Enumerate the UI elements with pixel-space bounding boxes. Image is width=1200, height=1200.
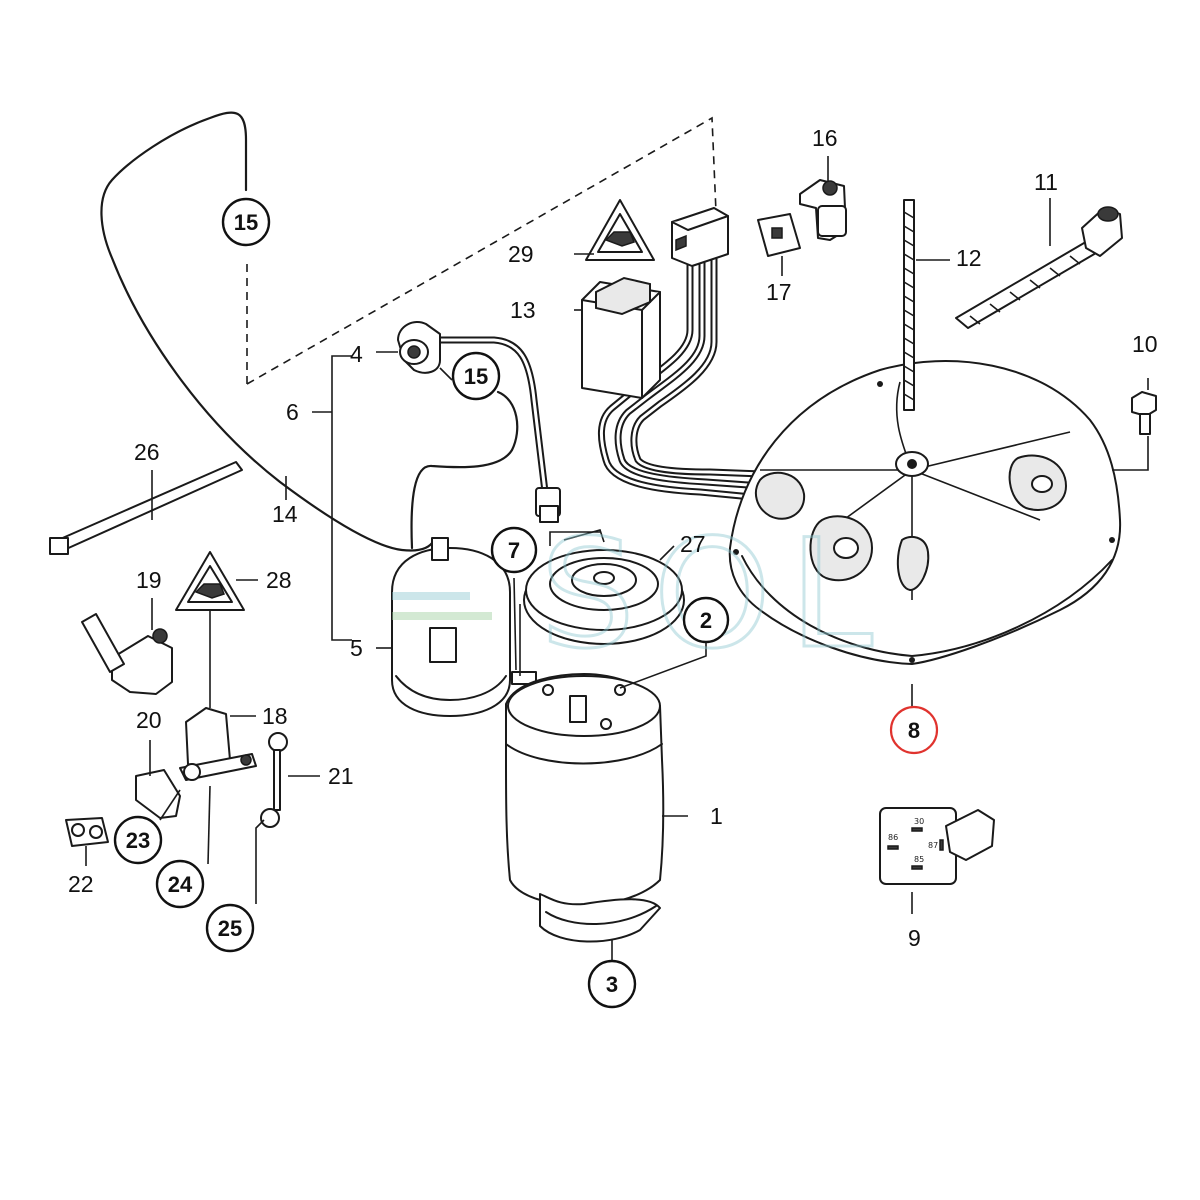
circled-callouts: 15 15 7 2 8 3 23 24 <box>113 197 939 1009</box>
cable-tie-part-11 <box>955 206 1123 329</box>
callout-13: 13 <box>510 297 536 323</box>
callout-18: 18 <box>262 703 288 729</box>
control-unit-part-13 <box>581 276 661 399</box>
callout-8-highlighted: 8 <box>889 705 939 755</box>
callout-17: 17 <box>766 279 792 305</box>
callout-26: 26 <box>134 439 160 465</box>
callout-23: 23 <box>113 815 163 865</box>
callout-22: 22 <box>68 871 94 897</box>
svg-text:15: 15 <box>234 210 258 235</box>
svg-text:25: 25 <box>218 916 242 941</box>
callout-labels: 1 4 5 6 9 10 11 12 13 14 16 17 18 19 20 … <box>68 125 1158 951</box>
callout-15-top: 15 <box>221 197 271 247</box>
svg-text:24: 24 <box>168 872 193 897</box>
callout-4: 4 <box>350 341 363 367</box>
callout-21: 21 <box>328 763 354 789</box>
linkage-rod-part-21 <box>260 732 288 828</box>
callout-2: 2 <box>682 596 730 644</box>
assembly-boundary-dashed <box>246 116 717 385</box>
threaded-rod-part-12 <box>903 199 915 411</box>
watermark: SOL <box>392 507 891 684</box>
callout-16: 16 <box>812 125 838 151</box>
warning-label-part-28 <box>175 551 245 611</box>
svg-text:15: 15 <box>464 364 488 389</box>
compressor-cover-part-8 <box>728 360 1122 665</box>
callout-14: 14 <box>272 501 298 527</box>
svg-text:3: 3 <box>606 972 618 997</box>
callout-3: 3 <box>587 959 637 1009</box>
callout-9: 9 <box>908 925 921 951</box>
relay-part-9: 30 86 87 85 <box>879 807 995 885</box>
watermark-text: SOL <box>540 508 891 682</box>
callout-28: 28 <box>266 567 292 593</box>
pressure-reservoir-part-5 <box>391 537 537 717</box>
bracket-part-7 <box>513 577 517 671</box>
cable-tie-part-26 <box>49 461 243 555</box>
callout-20: 20 <box>136 707 162 733</box>
callout-24: 24 <box>155 859 205 909</box>
svg-text:23: 23 <box>126 828 150 853</box>
callout-7: 7 <box>490 526 538 574</box>
warning-label-part-29 <box>585 199 655 261</box>
relay-pin-86: 86 <box>888 833 898 842</box>
bolt-part-10 <box>1131 391 1157 435</box>
callout-29: 29 <box>508 241 534 267</box>
height-sensor-part-18 <box>179 707 257 781</box>
hose-end-fitting <box>535 487 561 523</box>
hose-6 <box>428 336 550 504</box>
harness-connector <box>671 207 729 267</box>
callout-12: 12 <box>956 245 982 271</box>
plate-part-17 <box>757 213 801 257</box>
relay-pin-87: 87 <box>928 841 938 850</box>
svg-text:7: 7 <box>508 538 520 563</box>
callout-11: 11 <box>1034 169 1058 195</box>
air-spring-part-1 <box>505 673 665 943</box>
pad-part-27 <box>523 549 685 645</box>
callout-5: 5 <box>350 635 363 661</box>
callout-1: 1 <box>710 803 723 829</box>
air-line-15-reservoir <box>410 390 519 550</box>
cable-harness <box>598 254 766 502</box>
callout-15-mid: 15 <box>451 351 501 401</box>
bracket-part-20 <box>135 769 181 819</box>
callout-19: 19 <box>136 567 162 593</box>
air-line-14 <box>100 111 436 552</box>
clip-part-16 <box>799 179 847 241</box>
callout-6: 6 <box>286 399 299 425</box>
callout-10: 10 <box>1132 331 1158 357</box>
grommet-part-22 <box>65 817 109 847</box>
callout-25: 25 <box>205 903 255 953</box>
leader-lines <box>85 156 1149 964</box>
svg-text:2: 2 <box>700 608 712 633</box>
relay-pin-30: 30 <box>914 817 924 826</box>
elbow-fitting-part-4 <box>397 321 441 374</box>
callout-27: 27 <box>680 531 706 557</box>
relay-pin-85: 85 <box>914 855 924 864</box>
height-sensor-part-19 <box>81 613 173 695</box>
svg-text:8: 8 <box>908 718 920 743</box>
